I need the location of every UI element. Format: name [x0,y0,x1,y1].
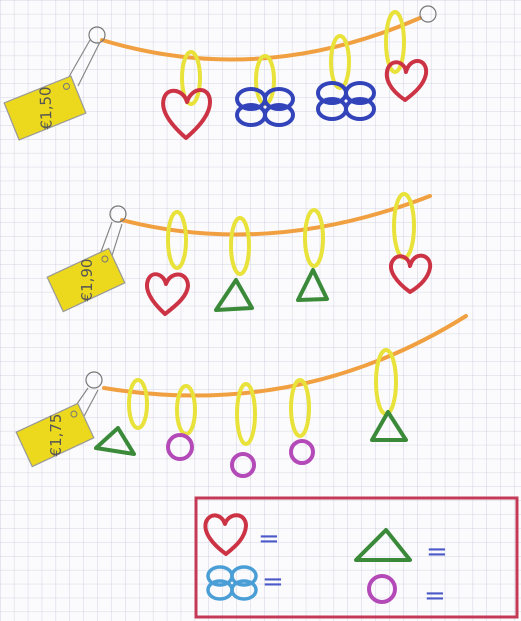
equals-sign: = [424,581,446,611]
price-label: €1,75 [47,414,65,457]
equals-sign: = [262,567,284,597]
price-label: €1,50 [36,86,55,130]
price-label: €1,90 [78,259,96,302]
equals-sign: = [258,524,280,554]
equals-sign: = [426,537,448,567]
